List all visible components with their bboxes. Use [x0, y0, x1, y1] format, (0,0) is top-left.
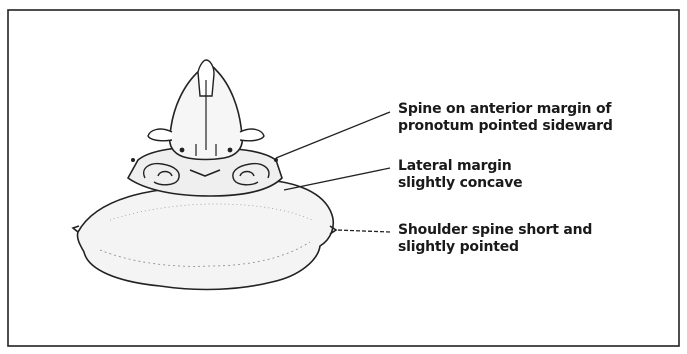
annotation-spine-anterior: Spine on anterior margin of pronotum poi…	[398, 101, 613, 135]
anterior-spine-left	[148, 129, 172, 141]
annotation-line: slightly concave	[398, 175, 522, 192]
anterior-margin-spine-left	[131, 158, 135, 162]
anterior-spine-right	[240, 129, 264, 141]
annotation-line: slightly pointed	[398, 239, 592, 256]
annotation-line: Spine on anterior margin of	[398, 101, 613, 118]
anterior-margin-spine-right	[274, 158, 278, 162]
annotation-line: pronotum pointed sideward	[398, 118, 613, 135]
shoulder-spine-left	[73, 226, 79, 232]
annotation-lateral-margin: Lateral margin slightly concave	[398, 158, 522, 192]
annotation-shoulder-spine: Shoulder spine short and slightly pointe…	[398, 222, 592, 256]
leader-line-spine-anterior	[276, 112, 390, 158]
eye-right	[228, 148, 233, 153]
annotation-line: Shoulder spine short and	[398, 222, 592, 239]
annotation-line: Lateral margin	[398, 158, 522, 175]
eye-left	[180, 148, 185, 153]
leader-line-lateral-margin	[284, 168, 390, 190]
leader-line-shoulder-spine	[337, 230, 390, 232]
